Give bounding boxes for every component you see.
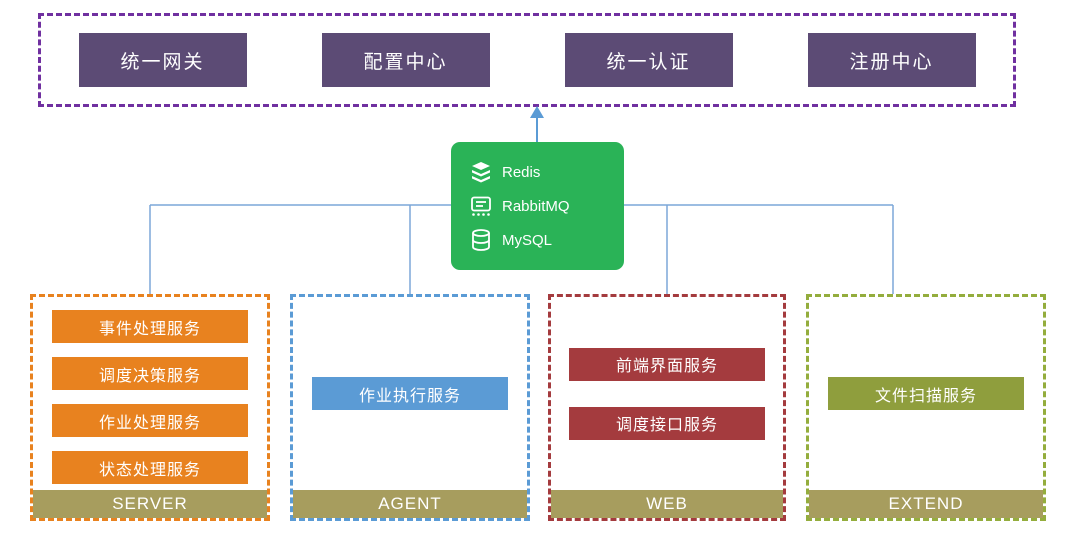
- middleware-label: Redis: [502, 163, 541, 181]
- server-services: 事件处理服务 调度决策服务 作业处理服务 状态处理服务: [33, 297, 267, 490]
- middleware-mysql: MySQL: [469, 228, 616, 252]
- node-gateway: 统一网关: [78, 33, 247, 87]
- group-extend: 文件扫描服务 EXTEND: [806, 294, 1046, 521]
- up-arrow: [530, 106, 544, 142]
- node-auth-center: 统一认证: [564, 33, 733, 87]
- service-node: 状态处理服务: [52, 451, 248, 484]
- service-node: 调度决策服务: [52, 357, 248, 390]
- middleware-redis: Redis: [469, 160, 616, 184]
- middleware-label: RabbitMQ: [502, 197, 570, 215]
- group-label-agent: AGENT: [293, 490, 527, 518]
- message-queue-icon: [469, 194, 493, 218]
- service-node: 文件扫描服务: [828, 377, 1024, 410]
- group-server: 事件处理服务 调度决策服务 作业处理服务 状态处理服务 SERVER: [30, 294, 270, 521]
- platform-layer-frame: 统一网关 配置中心 统一认证 注册中心: [38, 13, 1016, 107]
- group-label-server: SERVER: [33, 490, 267, 518]
- group-label-web: WEB: [551, 490, 783, 518]
- group-agent: 作业执行服务 AGENT: [290, 294, 530, 521]
- service-node: 事件处理服务: [52, 310, 248, 343]
- node-config-center: 配置中心: [321, 33, 490, 87]
- group-web: 前端界面服务 调度接口服务 WEB: [548, 294, 786, 521]
- redis-stack-icon: [469, 160, 493, 184]
- service-node: 作业执行服务: [312, 377, 508, 410]
- middleware-rabbitmq: RabbitMQ: [469, 194, 616, 218]
- web-services: 前端界面服务 调度接口服务: [551, 297, 783, 490]
- extend-services: 文件扫描服务: [809, 297, 1043, 490]
- service-node: 前端界面服务: [569, 347, 765, 381]
- service-node: 作业处理服务: [52, 404, 248, 437]
- database-icon: [469, 228, 493, 252]
- node-registry-center: 注册中心: [807, 33, 976, 87]
- service-node: 调度接口服务: [569, 406, 765, 440]
- agent-services: 作业执行服务: [293, 297, 527, 490]
- middleware-label: MySQL: [502, 231, 553, 249]
- group-label-extend: EXTEND: [809, 490, 1043, 518]
- middleware-box: Redis RabbitMQ: [451, 142, 624, 270]
